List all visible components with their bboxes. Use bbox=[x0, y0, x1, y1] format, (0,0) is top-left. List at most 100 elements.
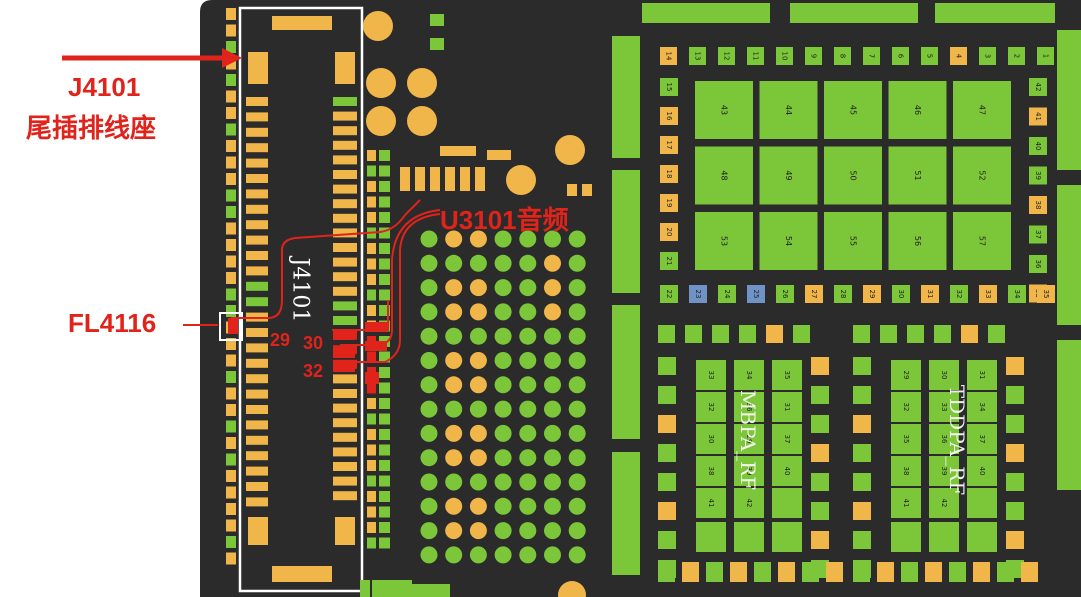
passive-component bbox=[440, 146, 476, 156]
mbpa-ground-pad bbox=[696, 456, 726, 486]
passive-component bbox=[226, 123, 236, 136]
connector-pin bbox=[333, 374, 357, 384]
passive-component bbox=[379, 367, 390, 378]
passive-component bbox=[226, 74, 236, 86]
passive-component bbox=[379, 398, 390, 409]
connector-pad-top bbox=[272, 16, 332, 30]
bga-ball bbox=[568, 254, 586, 272]
passive-component bbox=[367, 444, 376, 456]
bga-ball bbox=[469, 522, 487, 540]
bga-ball bbox=[469, 279, 487, 297]
tddpa-pad bbox=[1006, 444, 1024, 462]
mbpa-pad bbox=[754, 562, 771, 582]
bga-ball bbox=[494, 279, 512, 297]
pa-pad-label: 13 bbox=[694, 52, 702, 61]
connector-pin bbox=[333, 476, 357, 486]
passive-component bbox=[367, 537, 376, 549]
mbpa-pad bbox=[658, 386, 676, 404]
connector-pad-bottom bbox=[272, 566, 332, 582]
connector-pin bbox=[246, 497, 268, 507]
tddpa-pad-label: 36 bbox=[940, 435, 948, 444]
pa-top-pad bbox=[790, 3, 918, 23]
connector-pin bbox=[333, 228, 357, 238]
tddpa-pad-label: 38 bbox=[902, 467, 910, 476]
bga-ball bbox=[568, 279, 586, 297]
connector-pin bbox=[246, 143, 268, 153]
mbpa-ground-pad bbox=[734, 488, 764, 518]
bga-ball bbox=[544, 546, 561, 564]
bga-ball bbox=[469, 376, 487, 394]
connector-pin bbox=[333, 111, 357, 121]
passive-component bbox=[226, 470, 236, 482]
bga-ball bbox=[544, 352, 561, 369]
bga-ball bbox=[420, 424, 438, 442]
tddpa-pad bbox=[961, 325, 978, 343]
connector-outline bbox=[238, 6, 364, 593]
bga-ball bbox=[420, 352, 438, 369]
bga-ball bbox=[544, 449, 561, 467]
pa-pad bbox=[747, 285, 765, 303]
tddpa-pad bbox=[925, 562, 942, 582]
pa-pad-label: 6 bbox=[897, 54, 905, 59]
passive-component bbox=[226, 24, 236, 37]
mbpa-silk-label: MBPA_RF bbox=[736, 390, 760, 490]
tddpa-ground-pad bbox=[967, 488, 997, 518]
pa-side-pad bbox=[1057, 30, 1081, 170]
tddpa-ground-pad bbox=[929, 522, 959, 552]
tddpa-pad bbox=[949, 562, 966, 582]
pa-pad bbox=[1008, 285, 1026, 303]
mbpa-pad bbox=[658, 444, 676, 462]
connector-pin bbox=[333, 199, 357, 209]
bga-ball bbox=[544, 327, 561, 345]
pa-pad bbox=[863, 47, 880, 65]
bga-ball bbox=[494, 522, 512, 540]
passive-component bbox=[379, 212, 390, 223]
passive-component bbox=[379, 150, 390, 161]
bga-ball bbox=[519, 376, 537, 394]
pa-pad bbox=[1029, 78, 1047, 96]
passive-component bbox=[367, 212, 376, 223]
pa-pad bbox=[660, 165, 678, 183]
pa-pad bbox=[1008, 47, 1025, 65]
passive-component bbox=[367, 196, 376, 208]
connector-pin bbox=[333, 403, 357, 413]
pa-ground-pad bbox=[888, 81, 947, 139]
bga-ball bbox=[420, 546, 438, 564]
tddpa-ground-pad bbox=[929, 392, 959, 422]
connector-name-label: J4101 bbox=[68, 72, 141, 102]
pa-pad bbox=[863, 285, 881, 303]
mbpa-pad-label: 29 bbox=[745, 435, 753, 444]
tddpa-pad bbox=[853, 325, 870, 343]
mbpa-ground-pad bbox=[772, 424, 802, 454]
passive-component bbox=[226, 140, 236, 152]
pa-pad-label: 14 bbox=[665, 52, 673, 61]
pa-pad-label: 45 bbox=[849, 105, 858, 115]
bga-ball bbox=[420, 376, 438, 394]
pa-pad-label: 43 bbox=[720, 105, 729, 115]
mbpa-ground-pad bbox=[772, 488, 802, 518]
connector-pin bbox=[246, 251, 268, 260]
passive-component bbox=[226, 404, 236, 416]
pa-pad-label: 2 bbox=[1013, 54, 1021, 58]
passive-component bbox=[226, 156, 236, 169]
bga-ball bbox=[568, 424, 586, 442]
connector-pin bbox=[333, 389, 357, 398]
pa-pad bbox=[1029, 166, 1047, 185]
passive-component bbox=[367, 258, 376, 270]
pa-side-pad bbox=[612, 305, 640, 439]
connector-pin bbox=[246, 189, 268, 199]
passive-component bbox=[379, 227, 390, 239]
mbpa-pad-label: 34 bbox=[745, 371, 753, 380]
mbpa-pad-label: 33 bbox=[707, 371, 715, 380]
pa-pad bbox=[921, 47, 938, 65]
passive-component bbox=[226, 189, 236, 202]
pa-pad bbox=[747, 47, 764, 65]
mbpa-ground-pad bbox=[696, 424, 726, 454]
pa-pad-label: 53 bbox=[720, 236, 729, 246]
bga-ball bbox=[420, 303, 438, 321]
tddpa-pad bbox=[853, 357, 871, 375]
connector-pin bbox=[246, 266, 268, 276]
passive-component bbox=[379, 429, 390, 440]
pa-pad-label: 33 bbox=[984, 290, 992, 299]
bga-ball bbox=[445, 303, 463, 321]
